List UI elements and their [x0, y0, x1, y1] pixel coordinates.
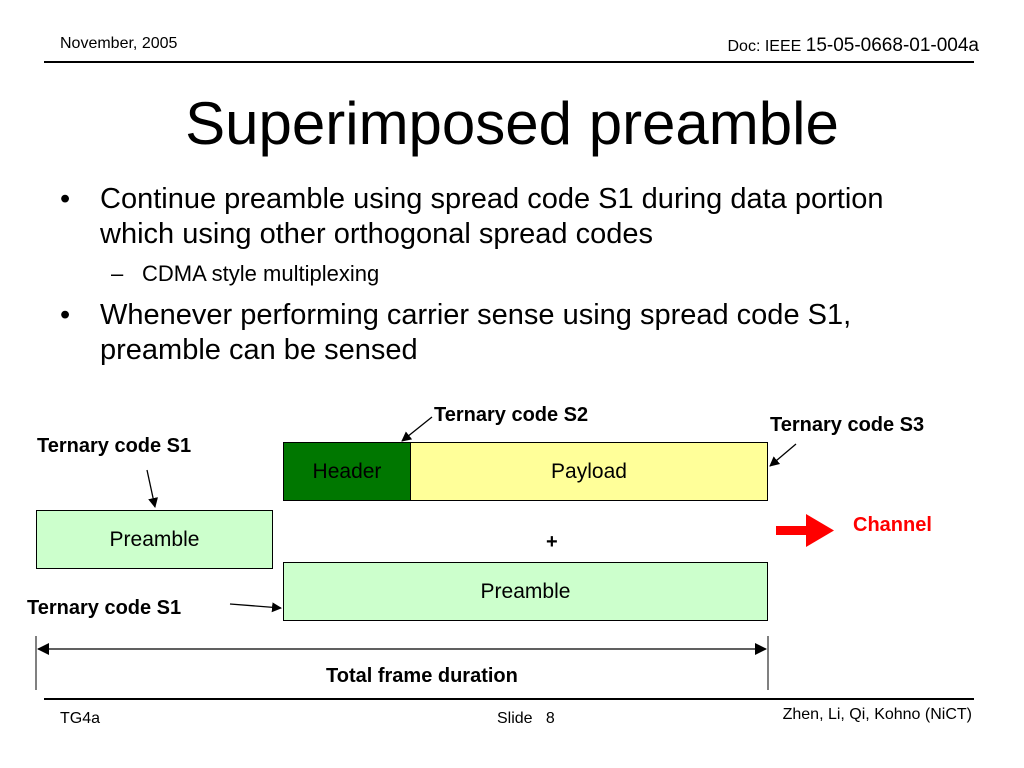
footer-left: TG4a [60, 710, 101, 727]
bullet-text: Continue preamble using spread code S1 d… [100, 183, 884, 250]
header-box-label: Header [312, 459, 382, 483]
bullet-marker: • [60, 183, 71, 215]
code-s2-label: Ternary code S2 [434, 404, 589, 426]
preamble-box-right: Preamble [283, 562, 768, 621]
header-rule [44, 61, 974, 63]
preamble-box-left: Preamble [36, 510, 273, 569]
doc-prefix: Doc: IEEE [727, 38, 806, 55]
arrow-s3 [769, 443, 797, 467]
header-doc-id: Doc: IEEE 15-05-0668-01-004a [728, 35, 980, 57]
footer-rule [44, 698, 974, 700]
header-box: Header [283, 442, 411, 501]
footer-slide: Slide 8 [497, 710, 555, 728]
arrow-s1-bottom [229, 602, 282, 613]
preamble-right-label: Preamble [480, 579, 571, 603]
payload-box-label: Payload [551, 459, 627, 483]
sub-bullet-item: – CDMA style multiplexing [60, 260, 960, 288]
bullet-item: • Whenever performing carrier sense usin… [60, 298, 960, 368]
sub-bullet-text: CDMA style multiplexing [142, 261, 380, 286]
bullet-text: Whenever performing carrier sense using … [100, 299, 852, 366]
slide-title: Superimposed preamble [185, 90, 839, 157]
bullet-marker: • [60, 299, 71, 331]
code-s3-label: Ternary code S3 [770, 414, 925, 436]
plus-sign: + [546, 531, 558, 553]
preamble-left-label: Preamble [109, 527, 200, 551]
footer-authors: Zhen, Li, Qi, Kohno (NiCT) [782, 706, 972, 723]
total-duration-label: Total frame duration [326, 665, 518, 687]
code-s1-bottom-label: Ternary code S1 [27, 597, 182, 619]
channel-arrow [776, 514, 834, 547]
header-date: November, 2005 [60, 35, 178, 52]
sub-bullet-marker: – [111, 261, 124, 286]
code-s1-top-label: Ternary code S1 [37, 435, 192, 457]
arrow-s1-top [146, 469, 158, 508]
payload-box: Payload [410, 442, 768, 501]
arrow-s2 [401, 416, 433, 442]
slide-label: Slide [497, 710, 533, 727]
bullet-list: • Continue preamble using spread code S1… [60, 182, 960, 368]
doc-number: 15-05-0668-01-004a [805, 35, 979, 56]
slide-number: 8 [545, 710, 555, 727]
channel-label: Channel [853, 514, 932, 536]
bullet-item: • Continue preamble using spread code S1… [60, 182, 960, 252]
